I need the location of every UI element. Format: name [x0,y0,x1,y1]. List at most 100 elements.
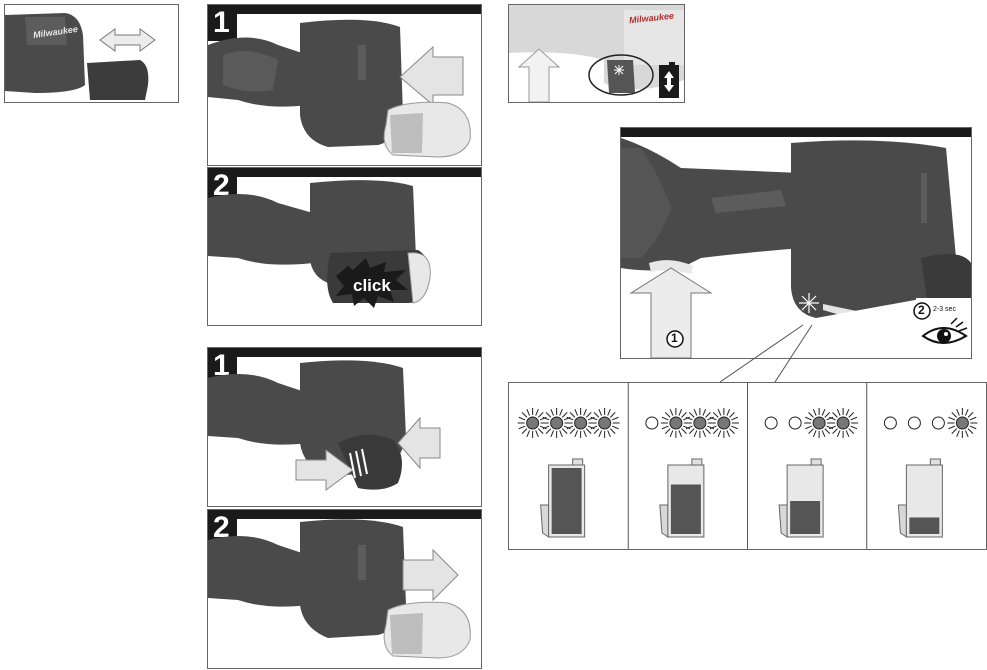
led-ray [709,425,717,430]
led-ray [731,416,738,421]
led-ray [821,430,826,438]
led-ray [587,425,595,430]
led-ray [583,430,587,438]
led-ray [717,430,722,438]
led-ray [569,412,576,418]
fuel-gauge-overview-panel: Milwaukee [508,4,685,103]
led-ray [951,428,958,434]
led-ray [518,425,526,430]
led-ray [726,430,731,438]
led-ray [805,425,812,430]
led-ray [598,408,603,416]
led-ray [550,430,555,438]
led-ray [845,408,850,416]
led-ray [561,428,568,434]
battery-charge-fill [909,517,940,534]
led-ray [526,430,531,438]
led-ray [969,416,977,421]
led-ray [681,428,687,434]
led-ray [956,408,960,416]
led-off [788,416,802,430]
led-ray [693,408,698,416]
fuel-gauge-detail-illustration [621,138,971,358]
led-ray [729,428,735,434]
led-ray [729,412,735,418]
led-ray [611,416,619,421]
led-ray [948,416,956,421]
led-ray [826,425,834,430]
led-ray [702,430,707,438]
led-ray [542,416,550,421]
led-ray [848,428,855,434]
battery-locked-illustration [208,180,431,308]
led-ray [709,416,717,421]
led-ray [664,428,671,434]
led-ray [550,408,555,416]
led-ray [583,408,587,416]
led-ray [845,430,850,438]
led-ray [585,412,592,418]
led-ray [611,425,619,430]
battery-charge-fill [551,468,582,534]
press-release-buttons-illustration [208,360,441,491]
led-lit [836,416,850,430]
led-lit [574,416,588,430]
led-ray [808,428,814,434]
led-ray [545,412,552,418]
led-ray [574,408,579,416]
remove-battery-illustration [208,519,471,659]
battery-holder [540,504,550,538]
led-ray [707,425,714,430]
led-ray [688,428,695,434]
overview-panel: Milwaukee [4,4,179,103]
led-ray [537,412,544,418]
led-off [883,416,897,430]
led-ray [693,430,698,438]
led-lit [717,416,731,430]
battery-charge-fill [670,484,701,534]
led-ray [712,412,719,418]
led-ray [969,425,977,430]
overview-illustration [5,13,156,100]
led-ray [559,430,563,438]
led-lit [526,416,540,430]
led-ray [726,408,731,416]
led-ray [848,412,855,418]
led-ray [587,416,595,421]
battery-holder [659,504,669,538]
charge-level-table [508,382,987,550]
install-step-2-panel: 2 click [207,167,482,326]
led-ray [731,425,738,430]
led-off [645,416,659,430]
led-ray [826,416,834,421]
led-ray [836,408,841,416]
press-step-number: 1 [671,331,678,345]
fuel-gauge-detail-panel: 1 2 2-3 sec [620,127,972,359]
led-ray [521,412,528,418]
led-ray [607,408,611,416]
led-ray [832,412,838,418]
led-ray [585,428,592,434]
led-ray [808,412,814,418]
led-ray [707,416,714,421]
led-ray [609,428,616,434]
led-ray [948,425,956,430]
led-ray [669,430,674,438]
led-ray [593,428,600,434]
remove-step-1-panel: 1 [207,347,482,507]
click-label: click [353,276,391,295]
led-ray [712,428,719,434]
led-ray [566,425,574,430]
led-ray [705,428,711,434]
led-ray [518,416,526,421]
led-ray [574,430,579,438]
led-off [764,416,778,430]
led-lit [669,416,683,430]
led-off [931,416,945,430]
led-ray [829,425,836,430]
led-lit [598,416,612,430]
insert-battery-illustration [208,19,471,158]
install-step-1-panel: 1 [207,4,482,166]
remove-step-2-panel: 2 [207,509,482,669]
led-ray [521,428,528,434]
